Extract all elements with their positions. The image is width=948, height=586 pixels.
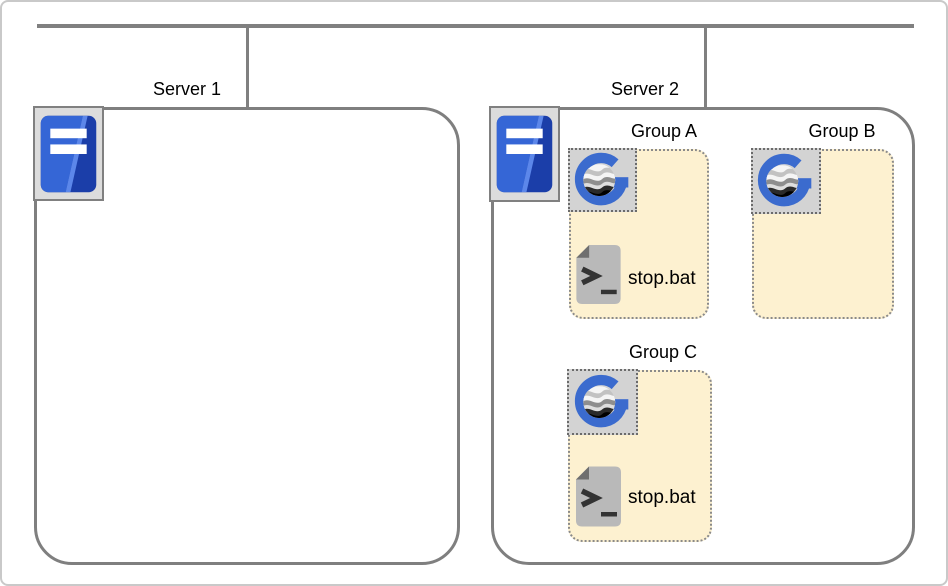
server2-label: Server 2: [610, 79, 680, 99]
group-c-label: Group C: [628, 342, 698, 362]
group-a-script-label: stop.bat: [628, 268, 696, 289]
batch-script-icon: [575, 465, 622, 528]
server2-host-icon-box: [489, 106, 560, 202]
server1-box: [34, 107, 460, 565]
network-trunk-line: [37, 24, 914, 28]
gateway-globe-icon: [573, 150, 633, 210]
group-c-script-label: stop.bat: [628, 487, 696, 508]
group-b-label: Group B: [808, 121, 876, 141]
server-tower-icon: [35, 107, 102, 201]
group-a-gateway-box: [568, 148, 637, 212]
gateway-globe-icon: [573, 372, 633, 432]
server1-connector-line: [246, 26, 249, 107]
gateway-globe-icon: [756, 151, 816, 211]
server1-host-icon-box: [33, 106, 104, 201]
group-c-gateway-box: [567, 369, 638, 435]
server1-label: Server 1: [152, 79, 222, 99]
group-b-gateway-box: [751, 148, 821, 214]
server-tower-icon: [491, 107, 558, 201]
group-a-label: Group A: [630, 121, 698, 141]
server2-connector-line: [704, 26, 707, 107]
batch-script-icon: [575, 244, 622, 305]
